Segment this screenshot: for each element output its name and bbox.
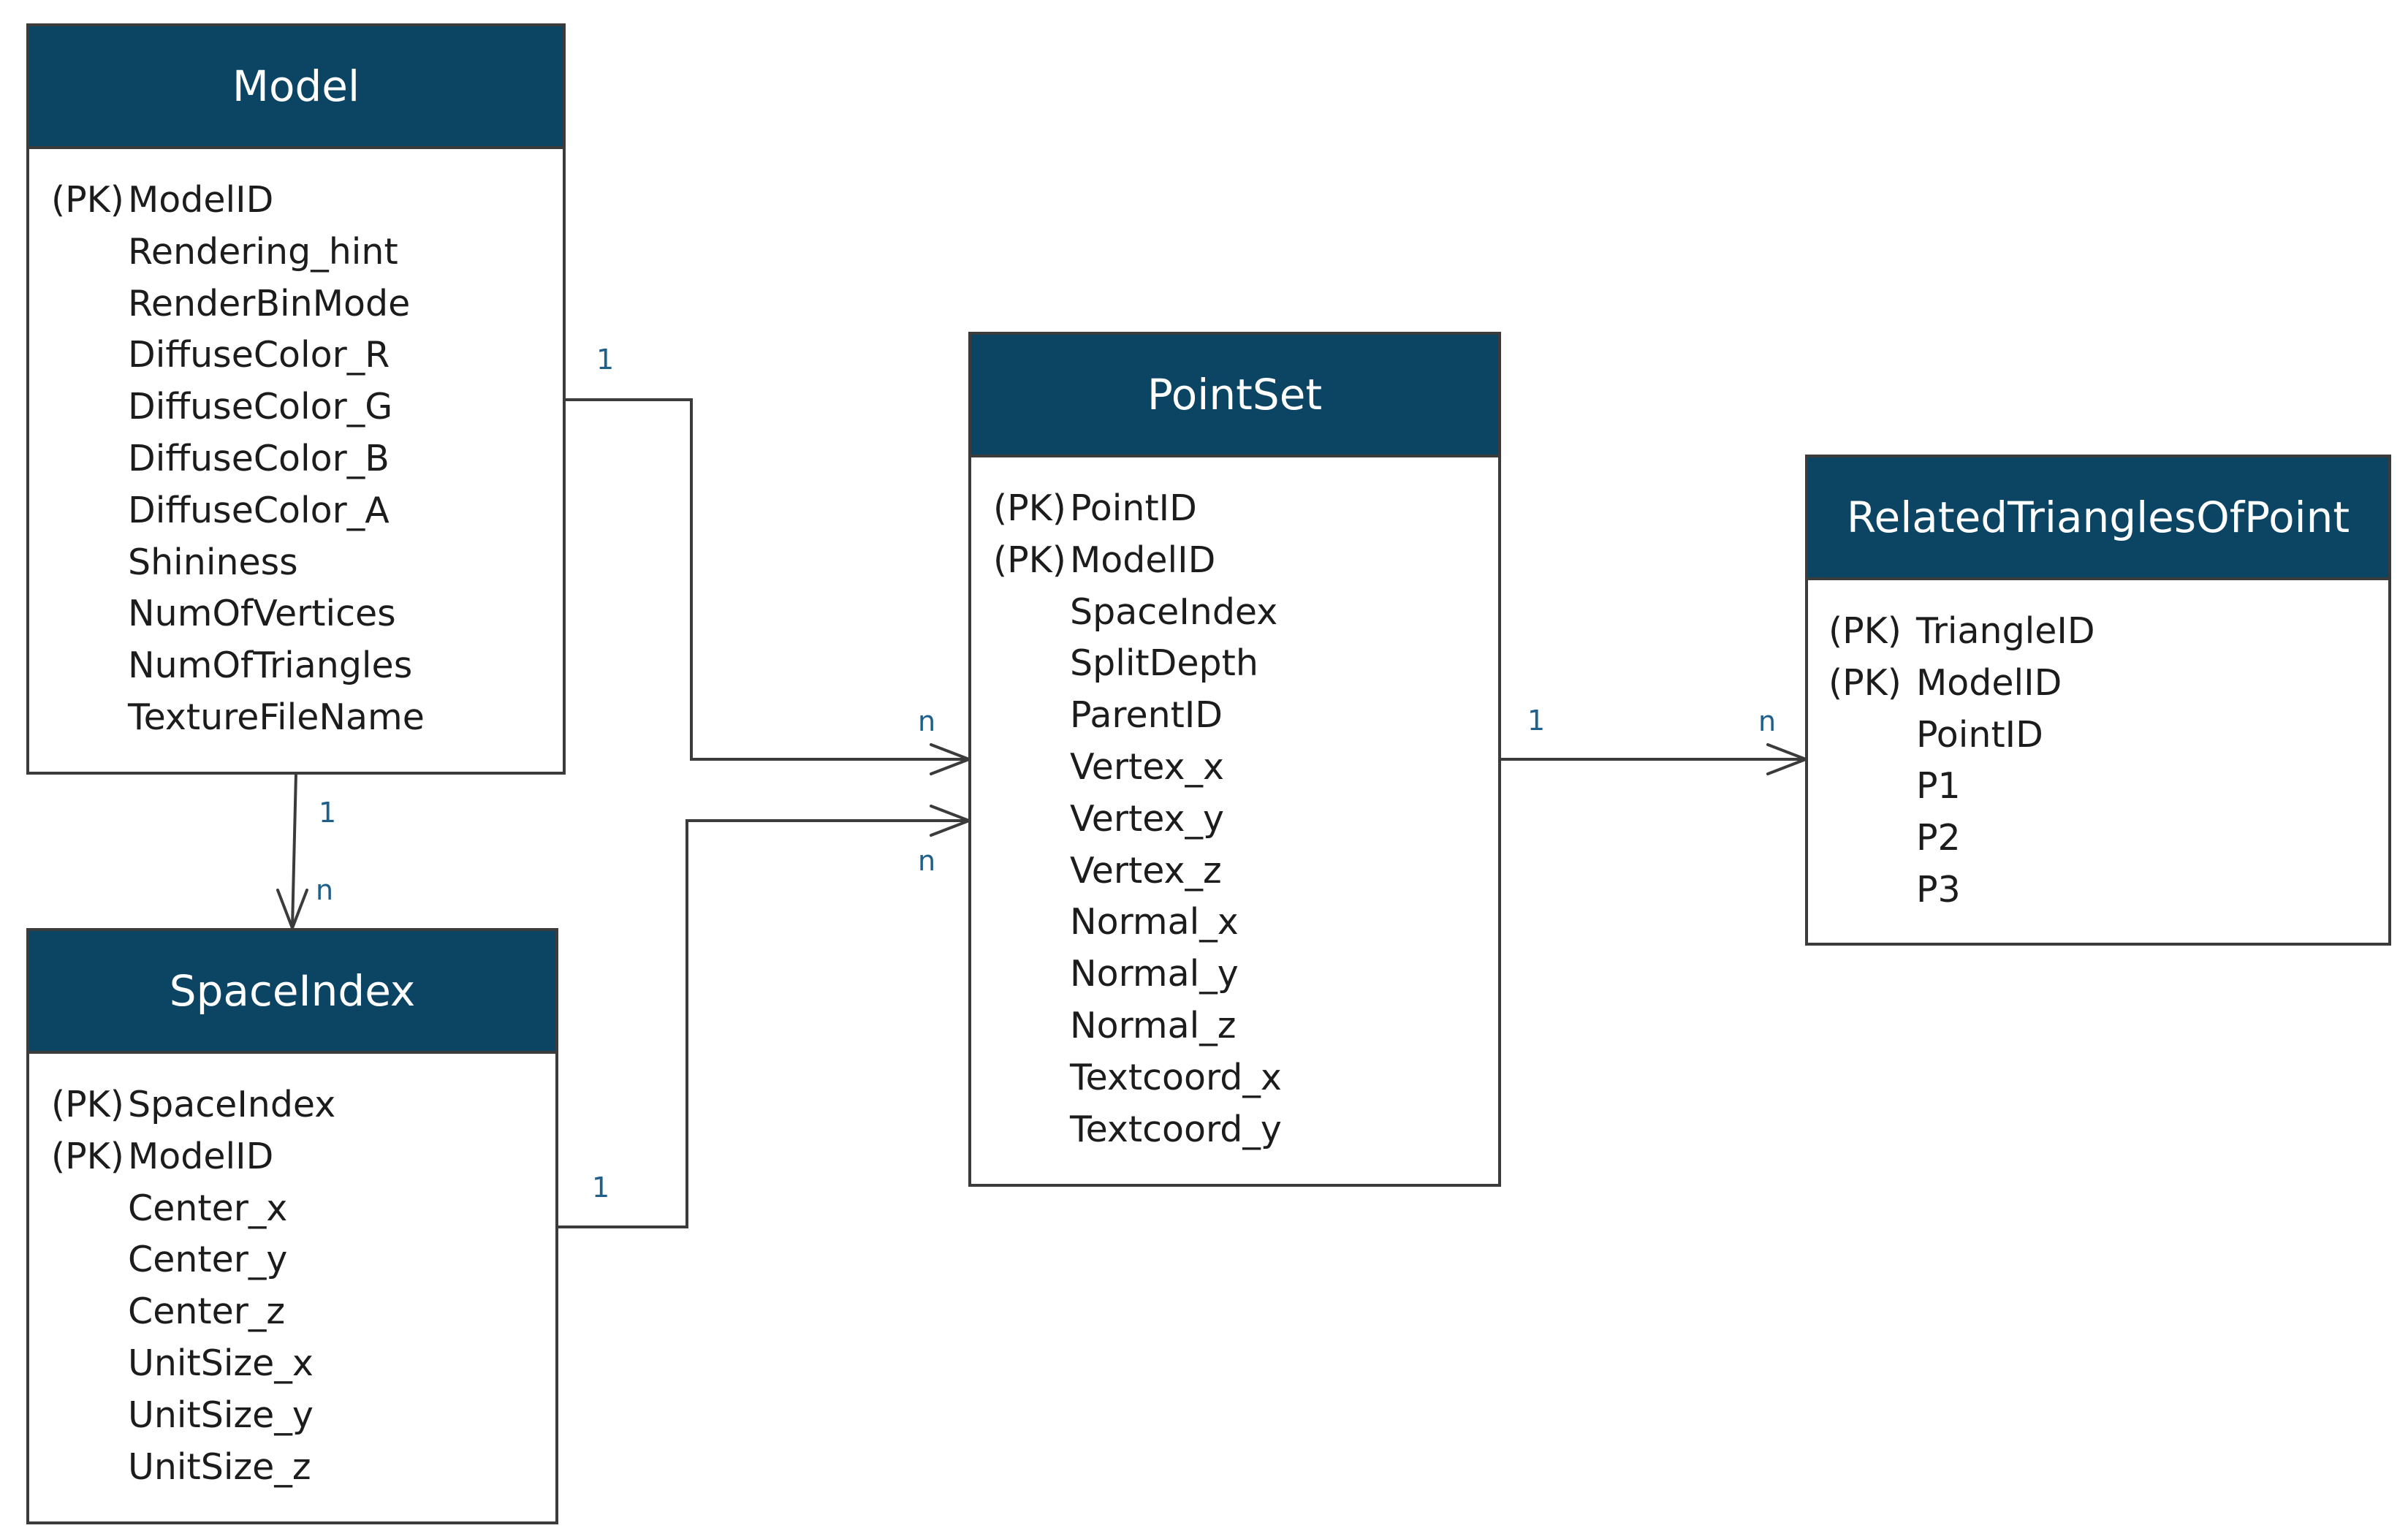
primary-key-marker: (PK) [1828, 610, 1902, 652]
attribute-name: Vertex_y [1070, 797, 1225, 840]
attribute-name: UnitSize_y [128, 1394, 314, 1436]
primary-key-marker: (PK) [51, 179, 124, 221]
cardinality-model-spaceindex-to: n [316, 874, 334, 906]
attribute-name: P2 [1916, 817, 1961, 859]
cardinality-model-pointset-from: 1 [596, 343, 615, 376]
attribute-name: NumOfTriangles [128, 645, 413, 687]
attribute-name: NumOfVertices [128, 593, 396, 635]
attribute-name: P3 [1916, 869, 1961, 911]
attribute-name: RenderBinMode [128, 282, 411, 324]
attribute-name: DiffuseColor_R [128, 334, 390, 376]
attribute-name: Textcoord_y [1070, 1108, 1282, 1150]
primary-key-marker: (PK) [51, 1084, 124, 1125]
attribute-name: Normal_y [1070, 953, 1239, 995]
attribute-name: Rendering_hint [128, 230, 398, 273]
attribute-name: ModelID [128, 179, 274, 221]
primary-key-marker: (PK) [993, 487, 1066, 529]
attribute-name: SpaceIndex [1070, 590, 1278, 633]
entity-title: Model [29, 26, 563, 149]
attribute-name: Center_x [128, 1187, 288, 1229]
attribute-name: Normal_x [1070, 901, 1239, 943]
attribute-name: DiffuseColor_A [128, 489, 390, 531]
attribute-name: PointID [1070, 487, 1197, 529]
cardinality-spaceindex-pointset-from: 1 [592, 1171, 610, 1204]
attribute-name: TextureFileName [128, 696, 425, 738]
cardinality-pointset-related-from: 1 [1527, 704, 1546, 737]
attribute-name: ModelID [1070, 539, 1216, 581]
attribute-name: Center_y [128, 1239, 288, 1281]
entity-title: PointSet [971, 335, 1498, 457]
entity-related-triangles-of-point[interactable]: RelatedTrianglesOfPoint (PK) TriangleID (P… [1805, 455, 2391, 946]
primary-key-marker: (PK) [1828, 661, 1902, 704]
connector-model-pointset [563, 398, 971, 761]
attribute-name: SpaceIndex [128, 1084, 336, 1125]
attribute-name: TriangleID [1916, 610, 2095, 652]
attribute-name: Vertex_z [1070, 849, 1222, 892]
attribute-name: Normal_z [1070, 1005, 1237, 1046]
cardinality-pointset-related-to: n [1758, 705, 1777, 737]
attribute-name: Shininess [128, 541, 298, 583]
attribute-name: DiffuseColor_B [128, 438, 390, 479]
attribute-name: DiffuseColor_G [128, 386, 393, 428]
attribute-name: ParentID [1070, 694, 1223, 737]
attribute-name: ModelID [1916, 661, 2062, 704]
primary-key-marker: (PK) [993, 539, 1066, 581]
cardinality-model-spaceindex-from: 1 [319, 797, 337, 829]
attribute-name: Vertex_x [1070, 746, 1225, 788]
attribute-name: SplitDepth [1070, 642, 1258, 685]
cardinality-spaceindex-pointset-to: n [918, 845, 936, 877]
attribute-name: ModelID [128, 1135, 274, 1177]
entity-pointset[interactable]: PointSet (PK)PointID(PK)ModelID SpaceInde… [968, 332, 1501, 1187]
attribute-name: Center_z [128, 1291, 286, 1333]
attribute-name: UnitSize_z [128, 1445, 311, 1488]
entity-title: RelatedTrianglesOfPoint [1808, 457, 2388, 580]
attribute-name: Textcoord_x [1070, 1056, 1282, 1098]
attribute-name: P1 [1916, 765, 1961, 808]
primary-key-marker: (PK) [51, 1135, 124, 1177]
cardinality-model-pointset-to: n [918, 705, 936, 737]
connector-model-spaceindex [291, 772, 297, 930]
entity-title: SpaceIndex [29, 931, 555, 1054]
attribute-name: PointID [1916, 713, 2043, 756]
attribute-name: UnitSize_x [128, 1342, 314, 1384]
connector-spaceindex-pointset [555, 819, 971, 1228]
